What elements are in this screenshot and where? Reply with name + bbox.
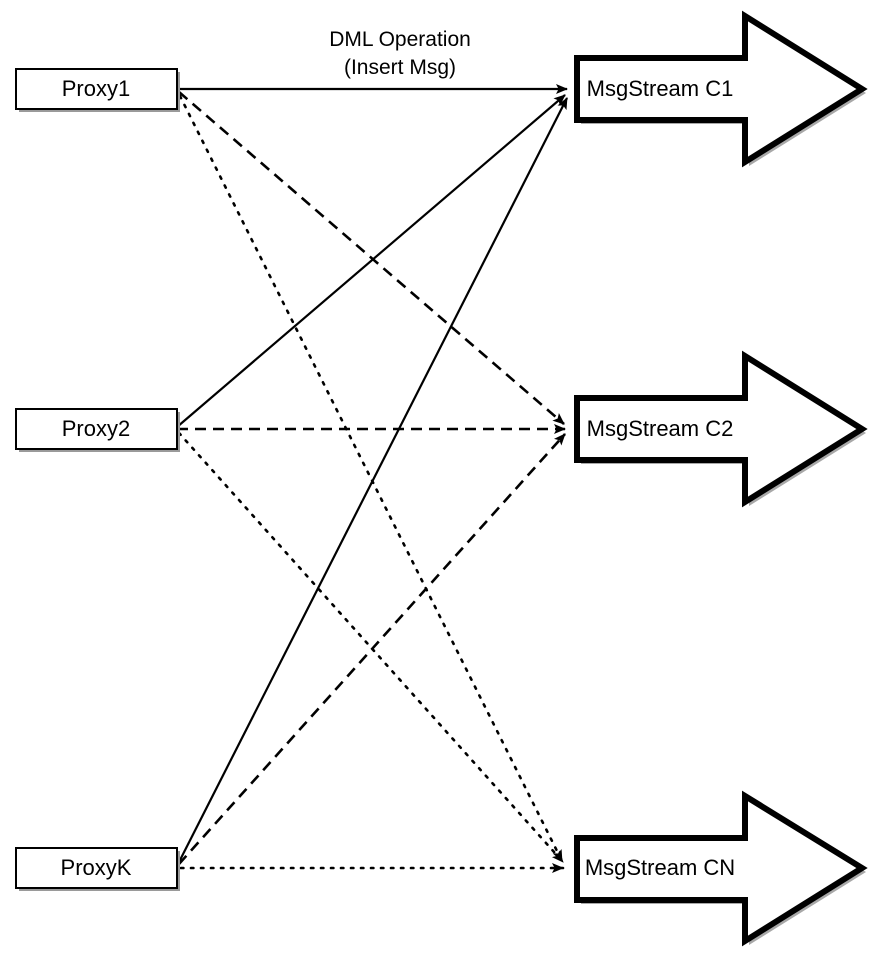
stream-cn-label: MsgStream CN (585, 855, 735, 880)
proxy2-label: Proxy2 (62, 416, 130, 441)
link-proxy2-to-stream-c1 (176, 94, 566, 428)
link-proxy1-to-stream-cn (178, 94, 564, 863)
proxy1-label: Proxy1 (62, 76, 130, 101)
stream-c2-label: MsgStream C2 (587, 416, 734, 441)
stream-c1-arrow[interactable] (574, 10, 868, 168)
proxy-node-proxy2[interactable]: Proxy2 (15, 408, 180, 452)
link-proxyk-to-stream-c2 (178, 433, 566, 865)
stream-cn-arrow[interactable] (574, 790, 868, 947)
proxy2-box[interactable] (15, 408, 178, 450)
link-proxy2-to-stream-cn (177, 431, 565, 864)
link-proxy1-to-stream-c2 (178, 91, 565, 425)
stream-c2-arrow[interactable] (574, 350, 868, 508)
link-proxyk-to-stream-c1 (176, 97, 568, 867)
edge-label-line1: DML Operation (329, 28, 471, 51)
stream-c1-label: MsgStream C1 (587, 76, 734, 101)
edge-label-line2: (Insert Msg) (344, 56, 456, 79)
proxy-node-proxy1[interactable]: Proxy1 (15, 68, 180, 112)
proxy-node-proxyk[interactable]: ProxyK (15, 847, 180, 891)
stream-node-cn[interactable]: MsgStream CN (574, 790, 868, 947)
stream-node-c1[interactable]: MsgStream C1 (574, 10, 868, 168)
connector-layer (176, 84, 568, 873)
stream-node-c2[interactable]: MsgStream C2 (574, 350, 868, 508)
proxyk-label: ProxyK (61, 855, 132, 880)
edge-label-dml-operation: DML Operation (Insert Msg) (329, 28, 471, 79)
proxy1-box[interactable] (15, 68, 178, 110)
proxyk-box[interactable] (15, 847, 178, 889)
